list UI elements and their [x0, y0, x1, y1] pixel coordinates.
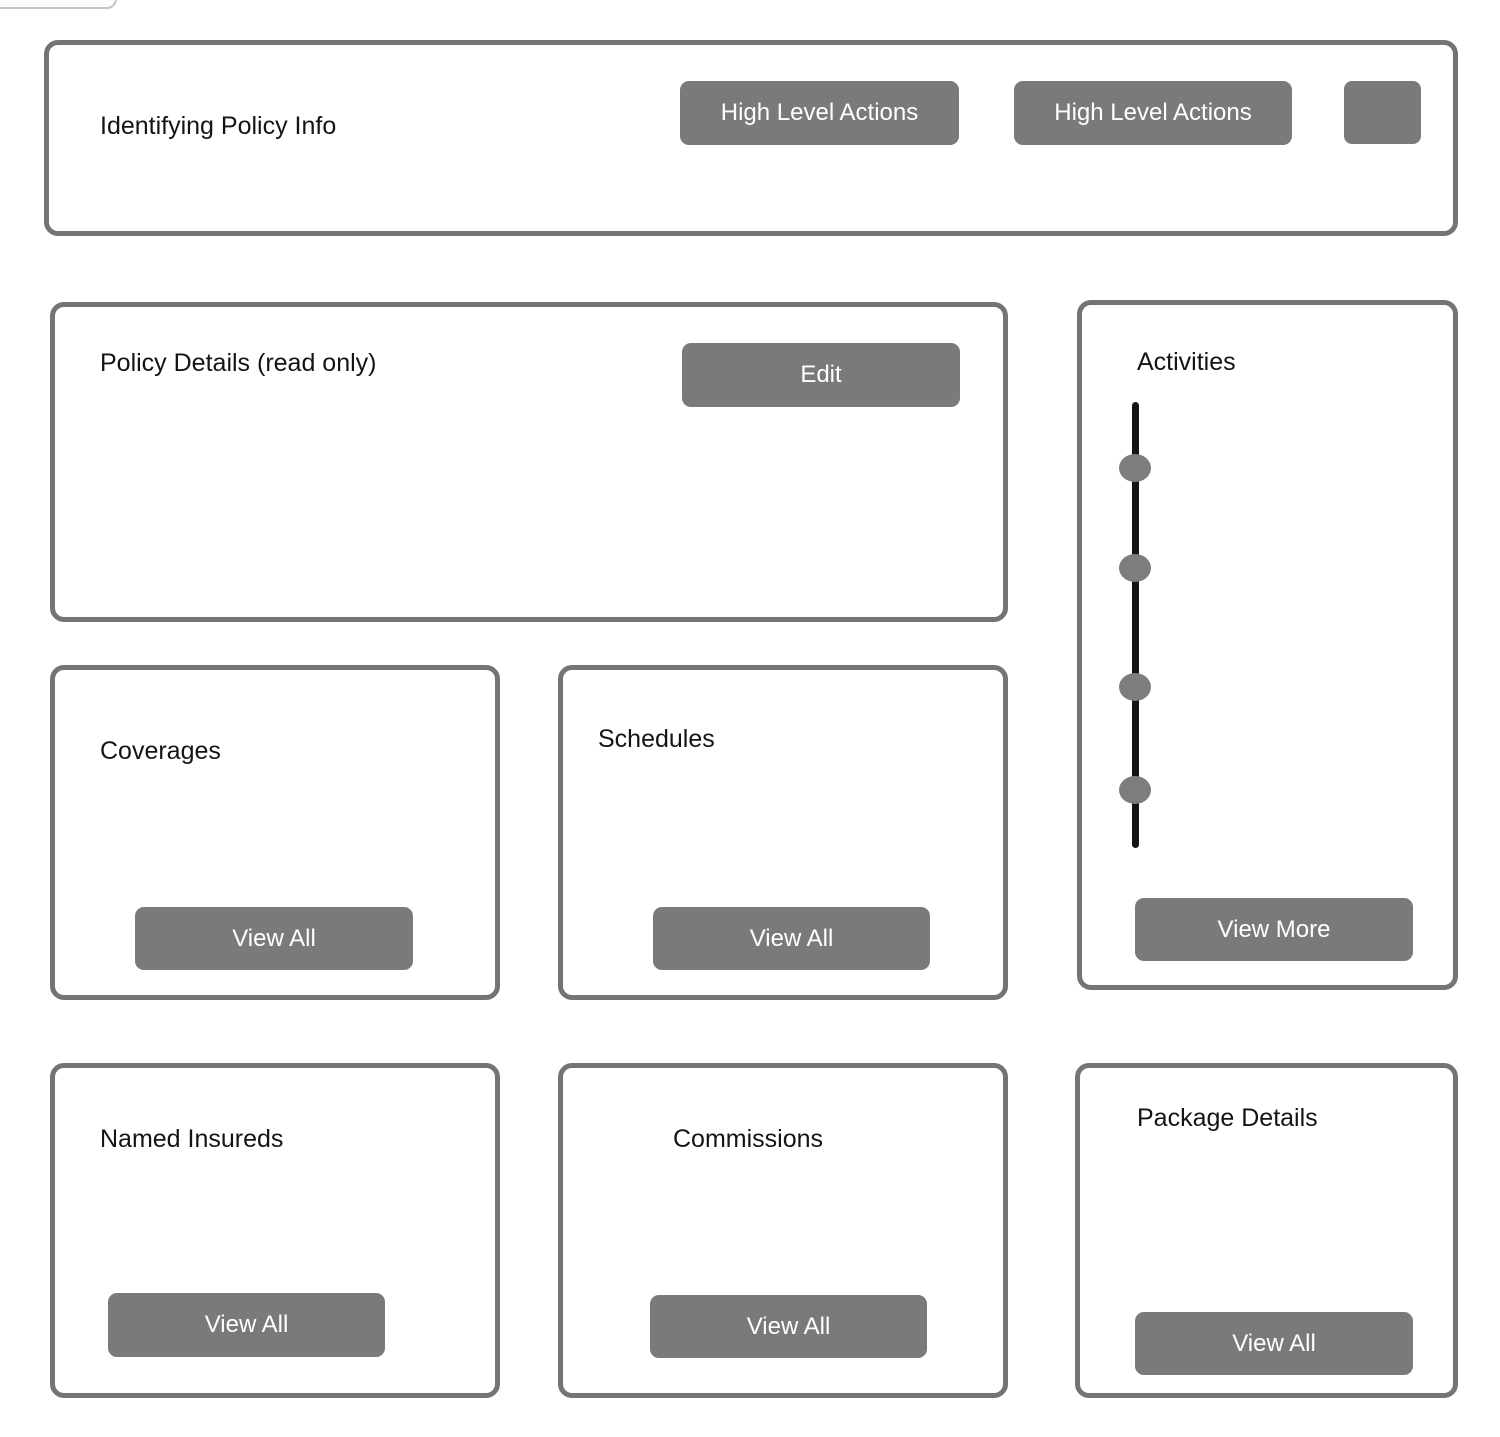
named-insureds-card: Named Insureds View All [50, 1063, 500, 1398]
activities-card: Activities View More [1077, 300, 1458, 990]
coverages-view-all-button[interactable]: View All [135, 907, 413, 970]
schedules-card: Schedules View All [558, 665, 1008, 1000]
timeline-line [1132, 402, 1139, 848]
commissions-card: Commissions View All [558, 1063, 1008, 1398]
commissions-title: Commissions [673, 1125, 824, 1153]
coverages-title: Coverages [100, 737, 221, 765]
activity-timeline [1082, 305, 1453, 985]
timeline-dot [1119, 776, 1151, 804]
policy-details-card: Policy Details (read only) Edit [50, 302, 1008, 622]
timeline-dot [1119, 454, 1151, 482]
named-insureds-view-all-button[interactable]: View All [108, 1293, 385, 1357]
schedules-title: Schedules [598, 725, 715, 753]
activities-title: Activities [1137, 348, 1236, 376]
coverages-card: Coverages View All [50, 665, 500, 1000]
edit-button[interactable]: Edit [682, 343, 960, 407]
timeline-dot [1119, 554, 1151, 582]
policy-details-title: Policy Details (read only) [100, 349, 377, 377]
package-details-card: Package Details View All [1075, 1063, 1458, 1398]
high-level-actions-button-2[interactable]: High Level Actions [1014, 81, 1292, 145]
clipped-tab-stub [0, 0, 117, 9]
activities-view-more-button[interactable]: View More [1135, 898, 1413, 961]
timeline-dot [1119, 673, 1151, 701]
commissions-view-all-button[interactable]: View All [650, 1295, 927, 1358]
schedules-view-all-button[interactable]: View All [653, 907, 930, 970]
identifying-policy-info-title: Identifying Policy Info [100, 112, 337, 140]
high-level-actions-button-1[interactable]: High Level Actions [680, 81, 959, 145]
package-details-view-all-button[interactable]: View All [1135, 1312, 1413, 1375]
identifying-policy-info-card: Identifying Policy Info High Level Actio… [44, 40, 1458, 236]
package-details-title: Package Details [1137, 1104, 1318, 1132]
named-insureds-title: Named Insureds [100, 1125, 284, 1153]
header-square-button[interactable] [1344, 81, 1421, 144]
